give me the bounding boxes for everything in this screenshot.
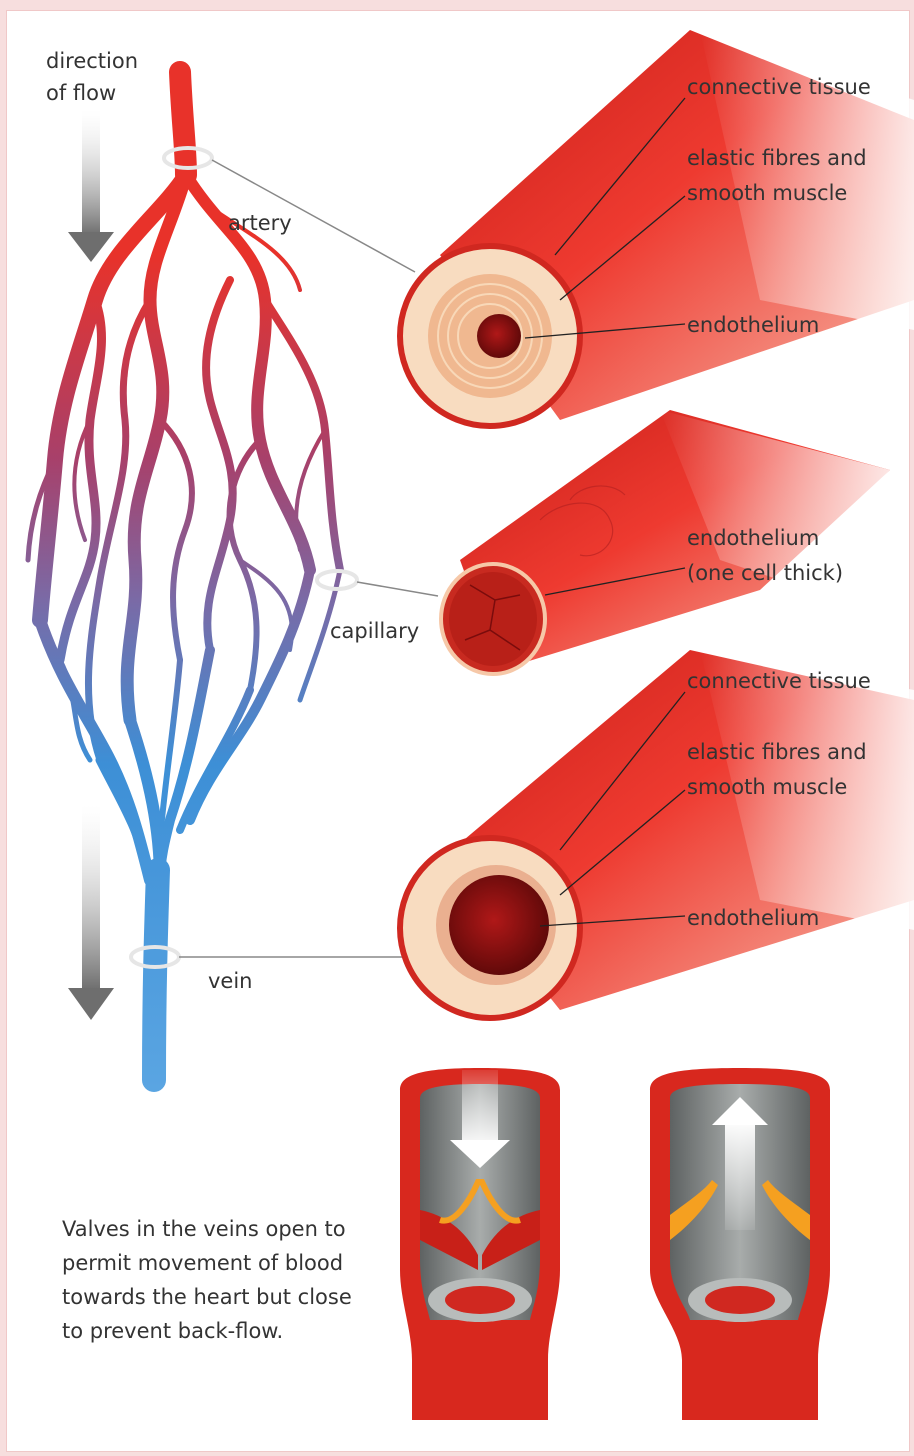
artery-elastic-label-line1: elastic fibres and [687,146,867,170]
vessel-network [28,72,340,1080]
valve-caption-line4: to prevent back-flow. [62,1319,283,1343]
artery-endothelium-label: endothelium [687,313,819,337]
direction-label-line2: of flow [46,81,116,105]
vein-cross-section [400,650,914,1018]
valve-closed [400,1068,560,1420]
valve-caption-line3: towards the heart but close [62,1285,352,1309]
valve-caption-line1: Valves in the veins open to [62,1217,346,1241]
direction-arrow-bottom [68,805,114,1020]
vein-label: vein [208,969,253,993]
capillary-cross-section [441,410,890,674]
vein-endothelium-label: endothelium [687,906,819,930]
vein-connective-tissue-label: connective tissue [687,669,871,693]
valve-caption-line2: permit movement of blood [62,1251,343,1275]
capillary-label: capillary [330,619,419,643]
direction-label-line1: direction [46,49,138,73]
artery-elastic-label-line2: smooth muscle [687,181,847,205]
artery-connective-tissue-label: connective tissue [687,75,871,99]
artery-label: artery [228,211,292,235]
vein-elastic-label-line2: smooth muscle [687,775,847,799]
capillary-endothelium-label-line1: endothelium [687,526,819,550]
capillary-connector-line [357,582,438,596]
direction-arrow-top [68,110,114,262]
valve-open [650,1068,830,1420]
vein-elastic-label-line1: elastic fibres and [687,740,867,764]
capillary-endothelium-label-line2: (one cell thick) [687,561,843,585]
